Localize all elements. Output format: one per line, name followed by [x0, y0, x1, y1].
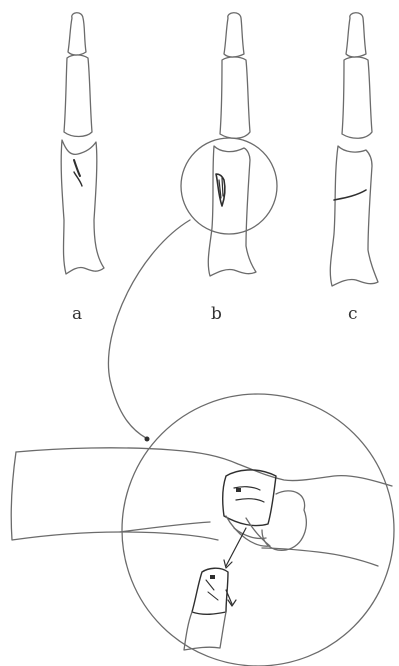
label-b: b — [211, 306, 222, 323]
finger-c-proximal-phalanx — [330, 146, 378, 286]
finger-c-middle-phalanx — [342, 57, 372, 138]
magnified-fragment — [223, 470, 276, 526]
label-c: c — [348, 306, 358, 323]
finger-a-distal-phalanx — [68, 13, 86, 55]
magnifier-leader-line — [108, 220, 190, 438]
label-a: a — [72, 306, 82, 323]
finger-a — [61, 13, 104, 274]
finger-b-middle-phalanx — [220, 57, 250, 138]
finger-a-proximal-phalanx — [61, 140, 104, 274]
magnified-arrow-1 — [226, 528, 246, 566]
finger-a-middle-phalanx — [64, 55, 92, 137]
finger-c-distal-phalanx — [346, 13, 366, 57]
finger-b — [181, 13, 277, 276]
finger-b-distal-phalanx — [224, 13, 244, 57]
magnified-shaft — [16, 448, 392, 486]
magnifier-circle-small — [181, 138, 277, 234]
finger-c — [330, 13, 378, 286]
magnifier-circle-large — [122, 394, 394, 666]
leader-end-dot — [145, 437, 150, 442]
finger-c-fracture-line — [334, 190, 366, 200]
finger-b-proximal-phalanx — [208, 146, 256, 276]
magnified-view — [11, 394, 394, 666]
